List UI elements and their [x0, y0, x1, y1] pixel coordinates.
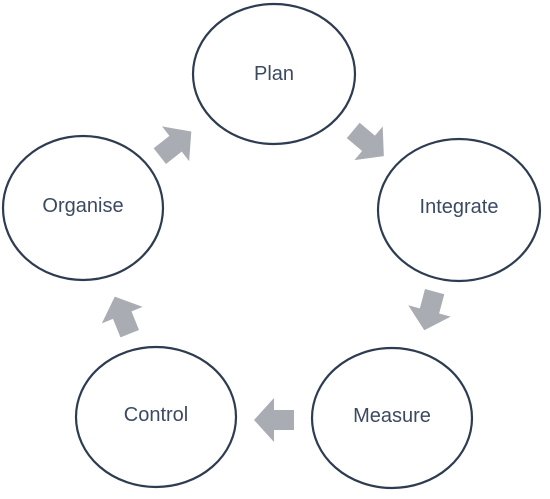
node-measure: Measure [310, 346, 474, 490]
node-label-integrate: Integrate [420, 196, 499, 218]
arrow-plan-to-integrate [346, 122, 384, 161]
node-label-plan: Plan [254, 63, 294, 85]
arrow-organise-to-plan [153, 126, 192, 164]
node-label-measure: Measure [353, 405, 431, 427]
node-integrate: Integrate [376, 137, 542, 283]
node-control: Control [74, 345, 238, 489]
node-label-control: Control [124, 404, 188, 426]
arrow-integrate-to-measure [408, 289, 451, 331]
node-label-organise: Organise [42, 195, 123, 217]
arrow-measure-to-control [254, 398, 294, 442]
node-plan: Plan [191, 2, 357, 146]
node-organise: Organise [1, 134, 165, 282]
arrow-control-to-organise [101, 296, 143, 338]
